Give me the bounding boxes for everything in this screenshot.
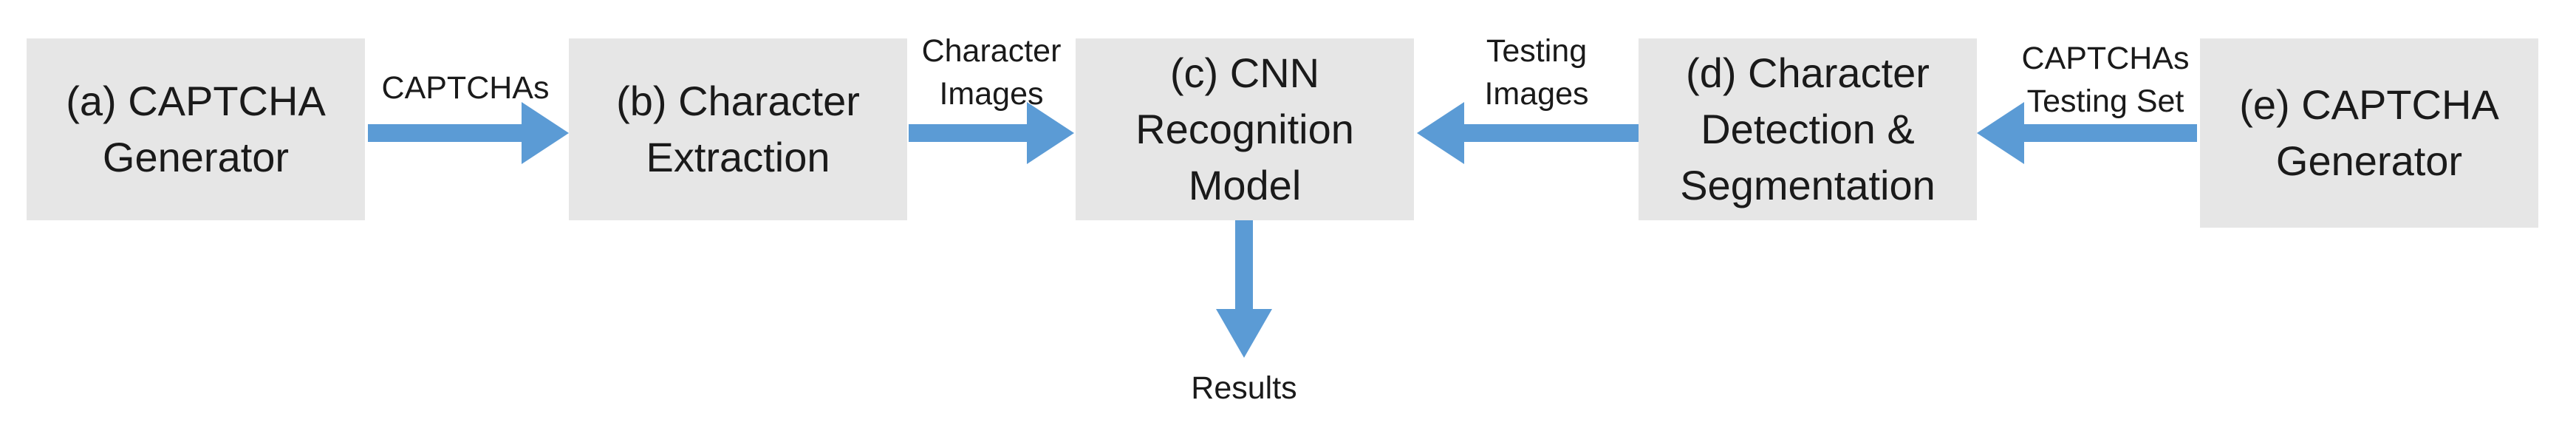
arrow-a-to-b [368, 102, 569, 164]
edge-label-captchas-testing-set: CAPTCHAs Testing Set [2021, 41, 2190, 119]
arrow-c-to-results [1216, 220, 1272, 358]
node-b-character-extraction: (b) Character Extraction [569, 38, 907, 220]
node-a-captcha-generator: (a) CAPTCHA Generator [27, 38, 365, 220]
results-label: Results [1191, 370, 1297, 406]
node-a-label: (a) CAPTCHA Generator [66, 78, 326, 180]
edge-label-character-images: Character Images [921, 33, 1062, 112]
node-b-label: (b) Character Extraction [616, 78, 860, 180]
node-d-label: (d) Character Detection & Segmentation [1680, 50, 1936, 208]
node-e-label: (e) CAPTCHA Generator [2239, 81, 2499, 184]
node-c-cnn-recognition-model: (c) CNN Recognition Model [1076, 38, 1414, 220]
edge-label-captchas: CAPTCHAs [381, 70, 550, 106]
arrow-d-to-c [1417, 102, 1639, 164]
node-c-label: (c) CNN Recognition Model [1135, 50, 1354, 208]
node-d-character-detection-segmentation: (d) Character Detection & Segmentation [1639, 38, 1977, 220]
arrow-e-to-d [1977, 102, 2197, 164]
edge-label-testing-images: Testing Images [1484, 33, 1589, 112]
node-e-captcha-generator: (e) CAPTCHA Generator [2200, 38, 2538, 228]
arrow-b-to-c [909, 102, 1074, 164]
